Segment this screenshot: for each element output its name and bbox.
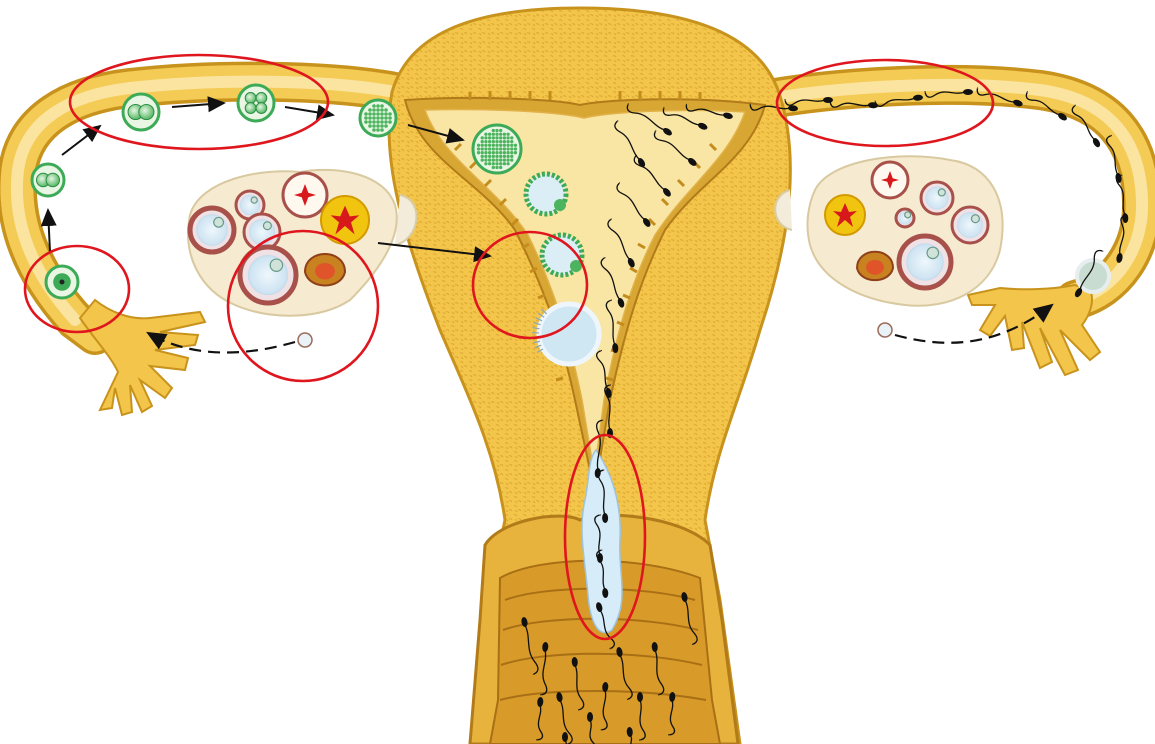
stage-morula [360,100,396,136]
corpus-luteum [825,195,865,235]
mature-follicle [899,236,951,288]
stage-4-cell [238,85,274,121]
released-oocyte [878,323,892,337]
corpus-luteum [321,196,369,244]
released-oocyte [298,333,312,347]
follicle [952,207,988,243]
stage-blastocyst [526,174,566,214]
stage-2-cell [32,164,64,196]
ruptured-follicle [283,173,327,217]
right-fimbriae [968,285,1100,375]
follicle [921,182,953,214]
follicle [896,209,914,227]
stage-2-cell [123,94,159,130]
stage-zygote [46,266,78,298]
ruptured-follicle [872,162,908,198]
corpus-albicans [857,252,893,280]
left-fimbriae [80,300,205,415]
follicle [190,208,234,252]
stage-morula [473,125,521,173]
corpus-albicans [305,254,345,286]
